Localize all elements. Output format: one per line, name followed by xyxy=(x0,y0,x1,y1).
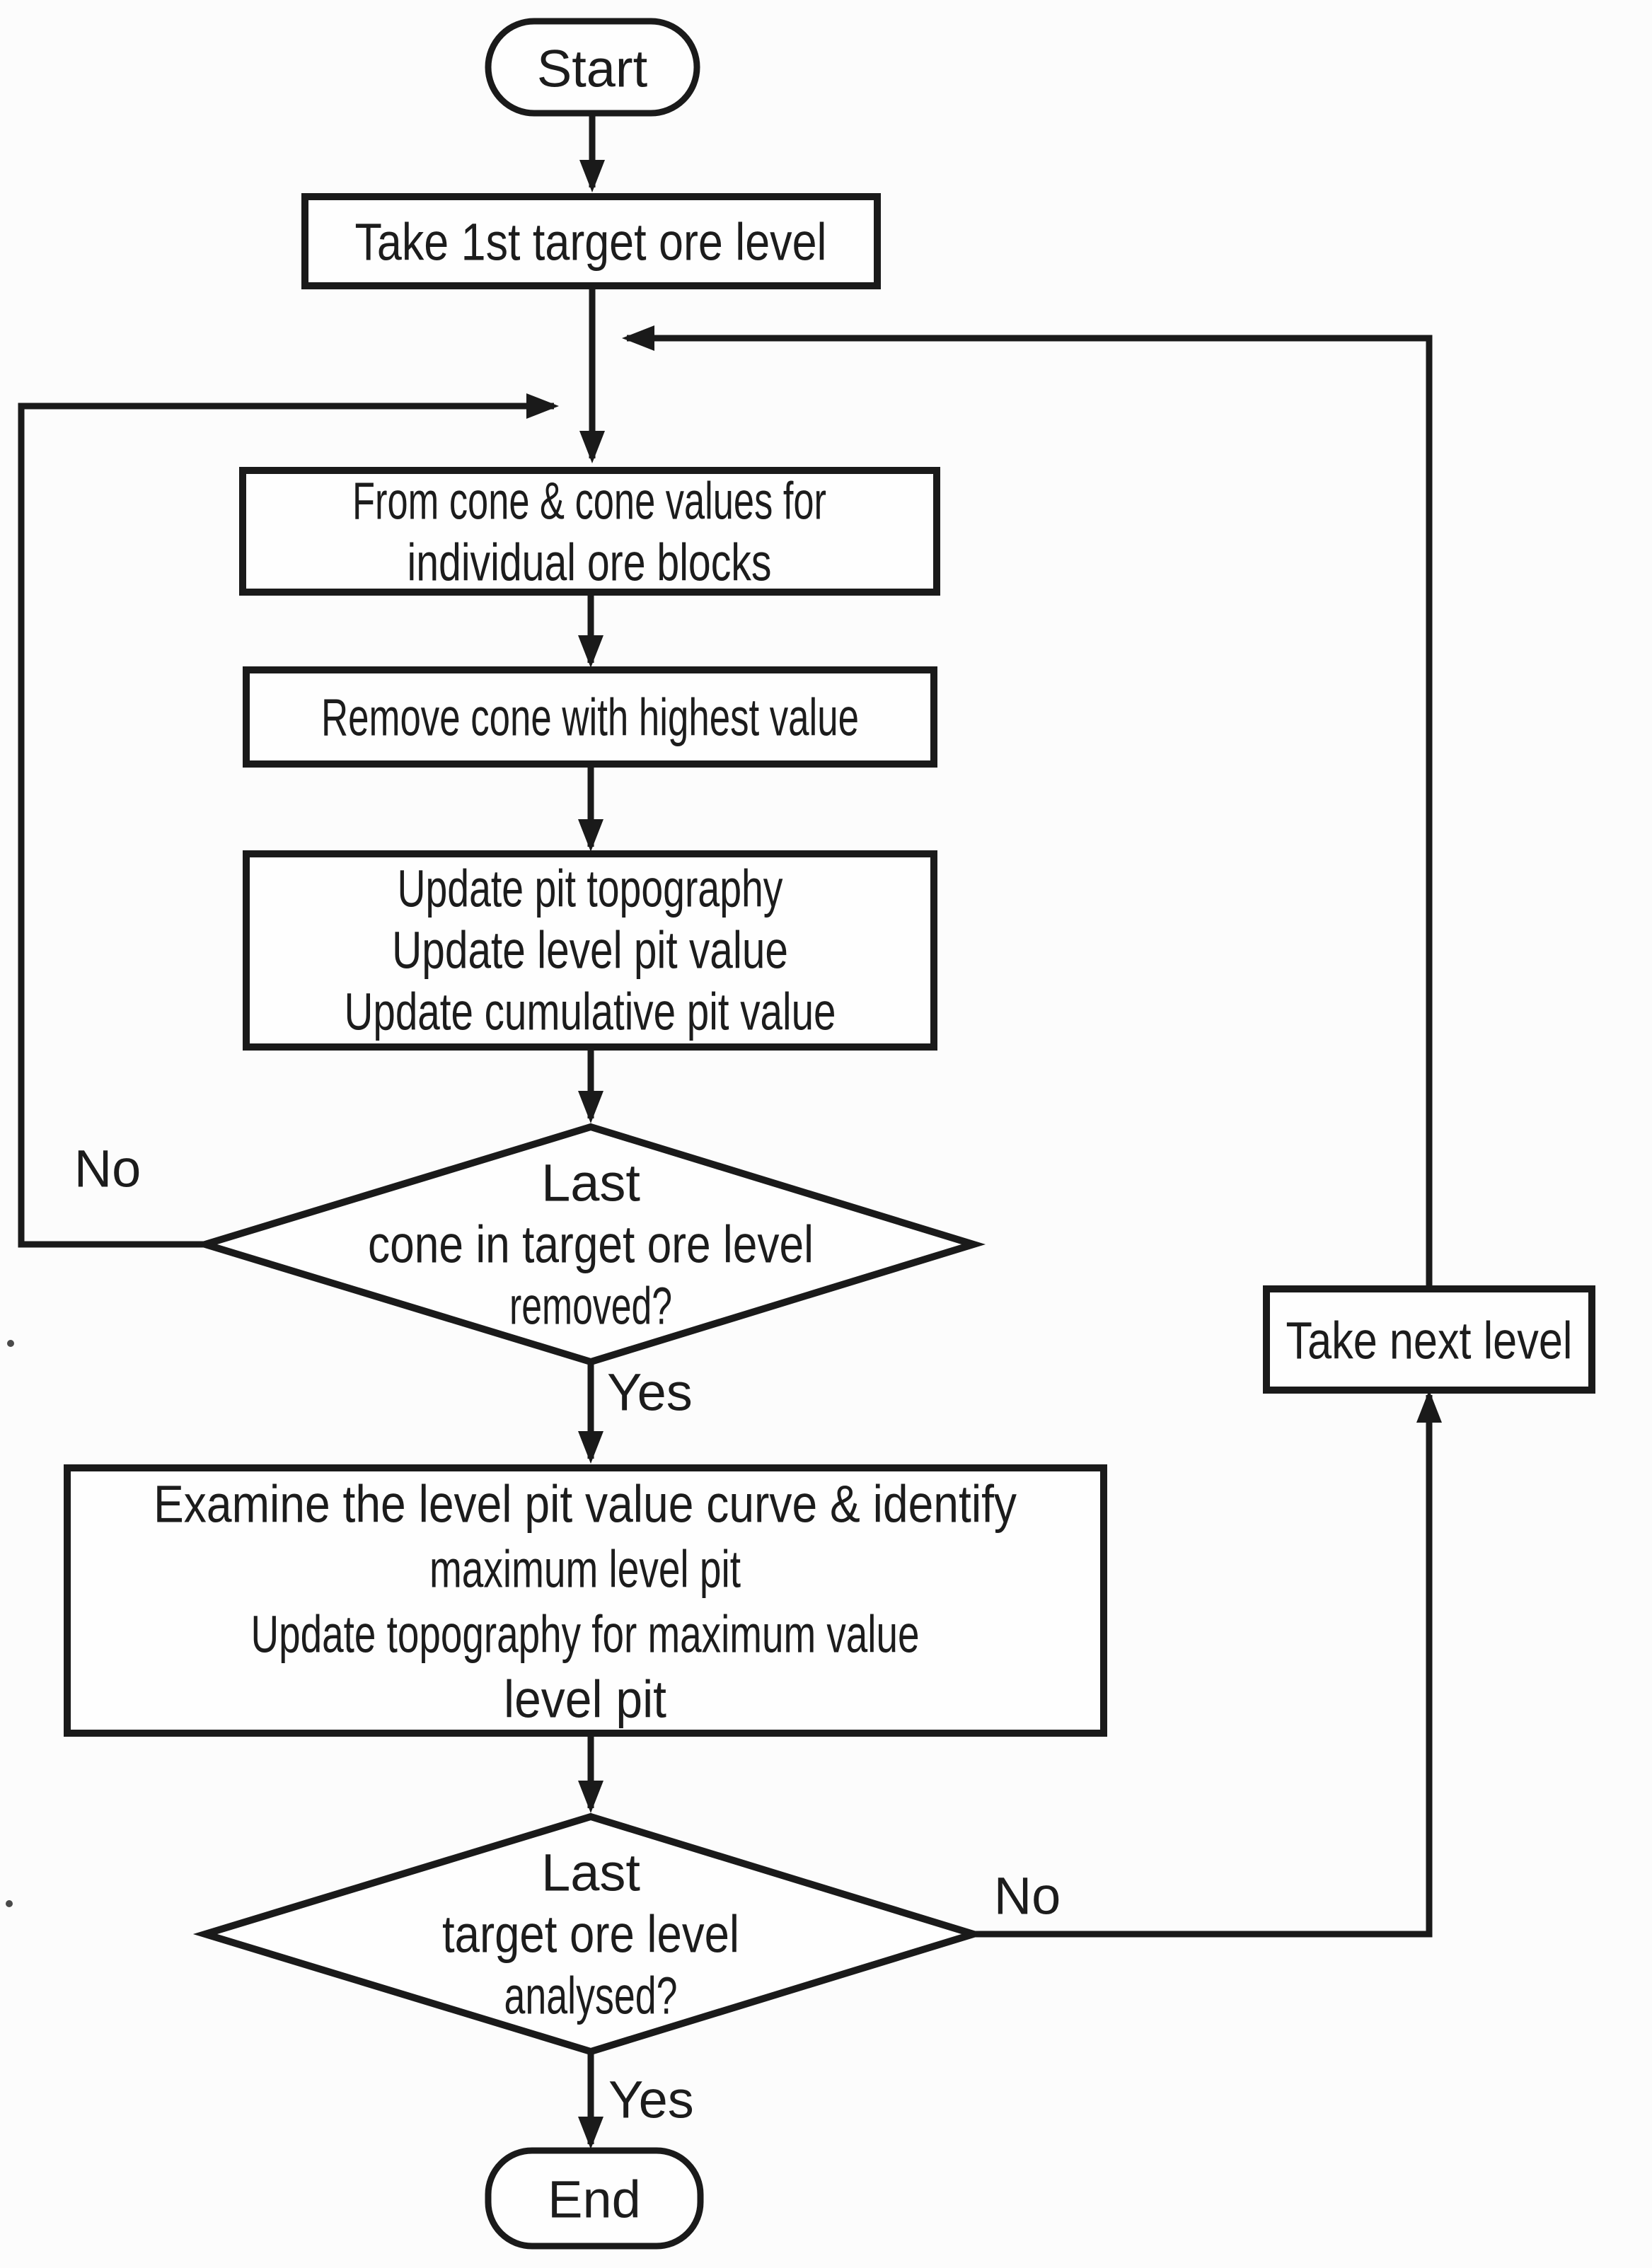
print-speck xyxy=(7,1340,14,1347)
last-level-line-2: target ore level xyxy=(442,1905,739,1964)
print-speck xyxy=(6,1900,13,1907)
last-cone-line-1: Last xyxy=(541,1154,640,1213)
label-no-last-level: No xyxy=(994,1867,1061,1926)
loop-no-last-level-to-take-next xyxy=(974,1390,1442,1938)
end-label: End xyxy=(548,2170,641,2229)
last-cone-line-3: removed? xyxy=(509,1277,672,1336)
update-values-line-1: Update pit topography xyxy=(398,860,783,918)
update-values-line-2: Update level pit value xyxy=(392,921,788,980)
form-cones-line-2: individual ore blocks xyxy=(408,533,772,592)
label-no-last-cone: No xyxy=(74,1140,141,1198)
process-take-first-level xyxy=(301,193,881,289)
examine-line-1: Examine the level pit value curve & iden… xyxy=(154,1475,1017,1534)
last-level-line-1: Last xyxy=(541,1844,640,1902)
last-cone-line-2: cone in target ore level xyxy=(368,1215,814,1274)
loop-take-next-return xyxy=(622,325,1433,1289)
take-first-level-label: Take 1st target ore level xyxy=(355,213,827,272)
update-values-line-3: Update cumulative pit value xyxy=(345,983,836,1041)
label-yes-last-cone: Yes xyxy=(607,1363,693,1422)
decision-last-cone xyxy=(192,1123,986,1366)
remove-cone-label: Remove cone with highest value xyxy=(321,688,859,747)
decision-last-level xyxy=(192,1812,986,2056)
loop-no-last-cone xyxy=(18,393,559,1248)
examine-line-4: level pit xyxy=(504,1670,666,1729)
start-label: Start xyxy=(537,40,648,98)
start-node xyxy=(485,18,700,117)
process-update-values xyxy=(243,850,937,1051)
end-node xyxy=(485,2147,704,2250)
process-form-cones xyxy=(239,467,940,596)
process-examine-level-pit xyxy=(64,1464,1107,1737)
last-level-line-3: analysed? xyxy=(504,1967,678,2025)
examine-line-3: Update topography for maximum value xyxy=(251,1605,920,1664)
form-cones-line-1: From cone & cone values for xyxy=(352,472,826,531)
process-take-next-level xyxy=(1263,1285,1595,1394)
label-yes-last-level: Yes xyxy=(608,2071,694,2129)
process-remove-cone xyxy=(243,666,937,768)
examine-line-2: maximum level pit xyxy=(429,1540,741,1599)
take-next-level-label: Take next level xyxy=(1286,1312,1573,1370)
